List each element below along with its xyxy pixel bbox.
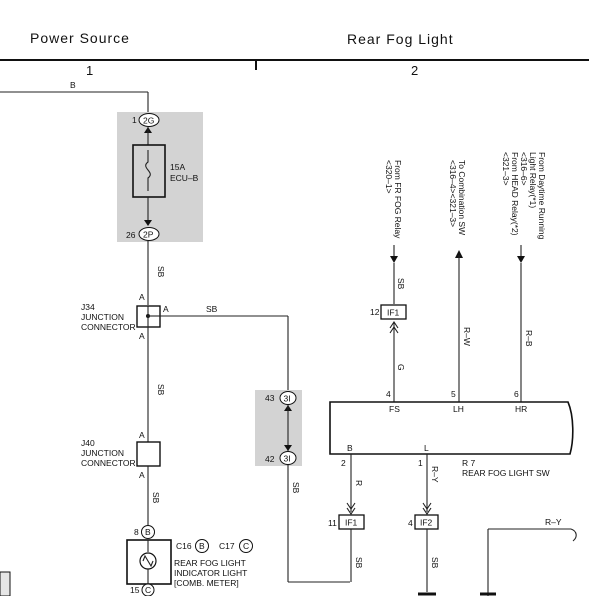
wire-color-sb-branch: SB	[206, 304, 218, 314]
ref-fr-fog-line1: From FR FOG Relay	[393, 160, 403, 239]
conn-3i-bottom-pin: 42	[265, 454, 275, 464]
conn-3i-top-conn: 3I	[284, 394, 291, 404]
indicator-bottom-conn: C	[145, 585, 151, 595]
fuse-top-connector: 2G	[143, 116, 154, 126]
j34-pin-top: A	[139, 292, 145, 302]
section-number-1: 1	[86, 63, 93, 78]
if2-conn: IF2	[420, 518, 433, 528]
indicator-bottom-pin: 15	[130, 585, 140, 595]
wire-color-sb-2: SB	[156, 384, 166, 396]
conn-3i-bottom-conn: 3I	[284, 454, 291, 464]
indicator-top-pin: 8	[134, 527, 139, 537]
sw-label-lh: LH	[453, 404, 464, 414]
wire-color-sb-5: SB	[354, 557, 364, 569]
ref-comb-sw-line1: To Combination SW	[457, 160, 467, 235]
conn-3i-bottom-oval	[279, 451, 297, 465]
sw-pin-l: 1	[418, 458, 423, 468]
drl-arrow-icon	[517, 256, 525, 263]
wire-color-ry: R–Y	[430, 466, 440, 483]
j34-label-line3: CONNECTOR	[81, 322, 136, 332]
ref-comb-sw-line2: <316–4><321–3>	[448, 160, 458, 227]
sw-label-hr: HR	[515, 404, 527, 414]
j40-pin-top: A	[139, 430, 145, 440]
j34-label-line2: JUNCTION	[81, 312, 124, 322]
sw-name: REAR FOG LIGHT SW	[462, 468, 550, 478]
fuse-element-icon	[145, 150, 151, 191]
edge-fragment	[0, 571, 11, 596]
indicator-label-line2: INDICATOR LIGHT	[174, 568, 247, 578]
sw-pin-b: 2	[341, 458, 346, 468]
indicator-ref-c17-conn: C	[243, 541, 249, 551]
sw-label-b: B	[347, 443, 353, 453]
j40-label-line3: CONNECTOR	[81, 458, 136, 468]
ref-drl-line4: From HEAD Relay(*2)	[510, 152, 520, 236]
sw-ref: R 7	[462, 458, 476, 468]
wire-color-rw: R–W	[462, 327, 472, 346]
if2-pin: 4	[408, 518, 413, 528]
fuse-top-pin: 1	[132, 115, 137, 125]
indicator-label-line3: [COMB. METER]	[174, 578, 239, 588]
if1-top-box	[380, 304, 407, 320]
indicator-ref-c16-conn: B	[199, 541, 205, 551]
wire-color-g: G	[396, 364, 406, 371]
sw-pin-fs: 4	[386, 389, 391, 399]
ref-fr-fog-line2: <320–1>	[384, 160, 394, 194]
wire-color-sb-fr-fog: SB	[396, 278, 406, 290]
j40-pin-bottom: A	[139, 470, 145, 480]
fuse-bottom-connector: 2P	[143, 230, 154, 240]
section-title-rear-fog-light: Rear Fog Light	[347, 31, 454, 47]
fuse-body	[132, 144, 166, 198]
ref-drl-line2: Light Relay(*1)	[528, 152, 538, 208]
j34-pin-bottom: A	[139, 331, 145, 341]
conn-3i-top-oval	[279, 391, 297, 405]
fuse-bottom-pin: 26	[126, 230, 136, 240]
indicator-ref-c17: C17	[219, 541, 235, 551]
sw-pin-lh: 5	[451, 389, 456, 399]
wire-color-sb-1: SB	[156, 266, 166, 278]
conn-3i-down-arrow-icon	[284, 445, 292, 451]
if1-bottom-conn: IF1	[345, 518, 358, 528]
rear-fog-light-switch-body	[329, 401, 574, 455]
section-title-power-source: Power Source	[30, 30, 130, 46]
indicator-top-conn-circle	[141, 525, 155, 539]
comb-sw-arrow-icon	[455, 250, 463, 258]
sw-label-fs: FS	[389, 404, 400, 414]
indicator-top-conn: B	[145, 527, 151, 537]
fuse-name: ECU–B	[170, 173, 199, 183]
if1-bottom-pin: 11	[328, 518, 337, 528]
indicator-label-line1: REAR FOG LIGHT	[174, 558, 246, 568]
wire-color-ry-right: R–Y	[545, 517, 562, 527]
if1-top-pin: 12	[370, 307, 380, 317]
wire-color-sb-6: SB	[430, 557, 440, 569]
sw-pin-hr: 6	[514, 389, 519, 399]
wire-color-r: R	[354, 480, 364, 486]
wire-color-sb-3: SB	[151, 492, 161, 504]
j40-label-line2: JUNCTION	[81, 448, 124, 458]
wire-color-sb-4: SB	[291, 482, 301, 494]
sw-label-l: L	[424, 443, 429, 453]
j34-pin-right: A	[163, 304, 169, 314]
j34-ref: J34	[81, 302, 95, 312]
if1-top-conn: IF1	[387, 308, 400, 318]
conn-3i-top-pin: 43	[265, 393, 275, 403]
ref-drl-line1: From Daytime Running	[537, 152, 547, 240]
j40-junction-box	[136, 441, 161, 467]
fuse-shaded-box	[117, 112, 203, 242]
indicator-ref-c16: C16	[176, 541, 192, 551]
wire-color-b: B	[70, 80, 76, 90]
fuse-top-connector-oval	[138, 113, 160, 127]
ref-drl-line5: <321–3>	[501, 152, 511, 186]
wire-color-rb: R–B	[524, 330, 534, 347]
section-number-2: 2	[411, 63, 418, 78]
fuse-bottom-arrow-icon	[144, 220, 152, 226]
fuse-rating: 15A	[170, 162, 185, 172]
fr-fog-arrow-icon	[390, 256, 398, 263]
fuse-bottom-connector-oval	[138, 227, 160, 241]
j40-ref: J40	[81, 438, 95, 448]
ref-drl-line3: <316–6>	[519, 152, 529, 186]
if1-bottom-chevron-icon	[346, 502, 356, 515]
indicator-bottom-conn-circle	[141, 583, 155, 596]
if2-chevron-icon	[422, 502, 432, 515]
